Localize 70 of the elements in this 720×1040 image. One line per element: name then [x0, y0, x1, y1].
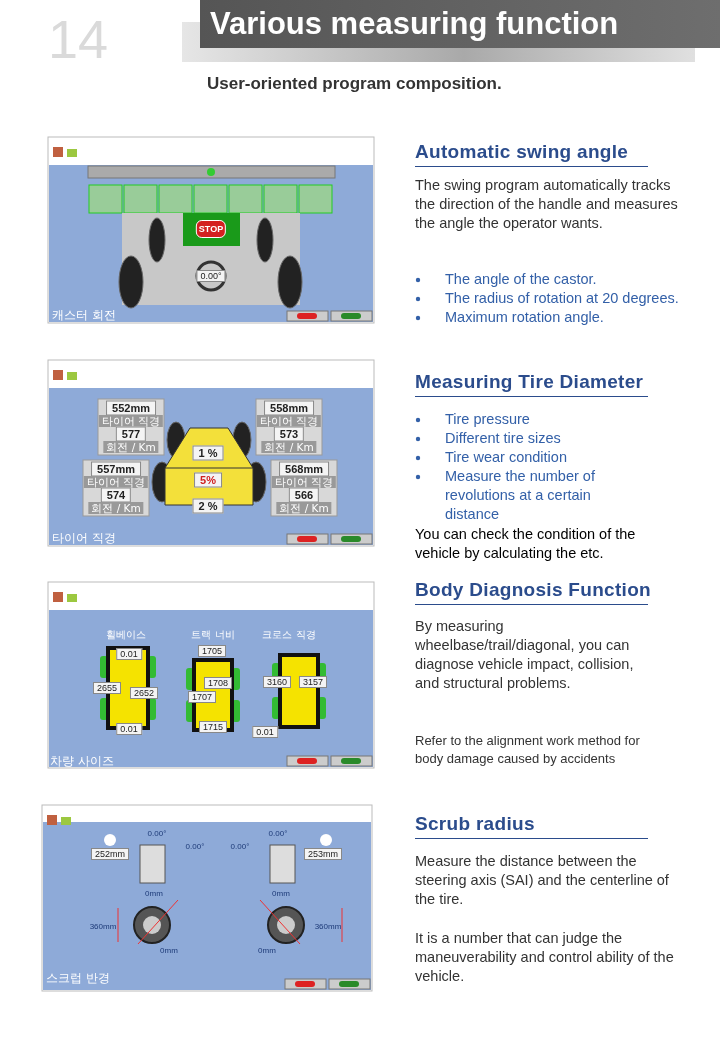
- readout: 3160: [263, 676, 291, 688]
- readout: 253mm: [304, 848, 342, 860]
- bullet-item: Tire wear condition: [445, 448, 567, 467]
- readout: 558mm: [264, 400, 314, 416]
- screen-caption: 차량 사이즈: [50, 753, 114, 770]
- measurement-label: 0mm: [258, 945, 276, 955]
- bullet-item: The angle of the castor.: [445, 270, 597, 289]
- measurement-label: 0mm: [160, 945, 178, 955]
- screen-caption: 타이어 직경: [52, 530, 116, 547]
- screen-caption: 캐스터 회전: [52, 307, 116, 324]
- readout: 252mm: [91, 848, 129, 860]
- readout: 0.01: [116, 648, 142, 660]
- section-heading: Measuring Tire Diameter: [415, 371, 648, 397]
- paragraph: By measuring wheelbase/trail/diagonal, you can diagnose vehicle impact, collision, and structural problems.: [415, 617, 635, 693]
- readout: 1707: [188, 691, 216, 703]
- paragraph: Refer to the alignment work method for body damage caused by accidents: [415, 732, 641, 768]
- readout-caption: 타이어 직경: [83, 476, 149, 488]
- measurement-label: 0.00°: [147, 828, 167, 838]
- readout: 566: [288, 487, 320, 503]
- bullet-item: Tire pressure: [445, 410, 530, 429]
- measurement-label: 0.00°: [230, 841, 250, 851]
- readout: 1705: [198, 645, 226, 657]
- section-heading: Scrub radius: [415, 813, 648, 839]
- readout-caption: 회전 / Km: [276, 502, 332, 514]
- diagram-caption: 트랙 너비: [191, 628, 235, 642]
- readout: 557mm: [91, 461, 141, 477]
- readout: 0.01: [252, 726, 278, 738]
- readout-caption: 타이어 직경: [271, 476, 337, 488]
- bullet-item: Measure the number of revolutions at a certain distance: [445, 467, 596, 524]
- measurement-label: 0mm: [145, 888, 163, 898]
- measurement-label: 360mm: [89, 921, 117, 931]
- screen-caption: 스크럽 반경: [46, 970, 110, 987]
- readout-caption: 회전 / Km: [88, 502, 144, 514]
- measurement-label: 0.00°: [185, 841, 205, 851]
- readout-caption: 회전 / Km: [103, 441, 159, 453]
- title-banner: Various measuring function: [200, 0, 720, 48]
- readout: 1708: [204, 677, 232, 689]
- readout: 0.00°: [196, 270, 226, 282]
- readout: 568mm: [279, 461, 329, 477]
- readout: 574: [100, 487, 132, 503]
- measurement-label: 0.00°: [268, 828, 288, 838]
- section-heading: Automatic swing angle: [415, 141, 648, 167]
- readout: 2652: [130, 687, 158, 699]
- readout: 2 %: [192, 498, 224, 514]
- stop-sign: STOP: [195, 220, 227, 238]
- section-heading: Body Diagnosis Function: [415, 579, 648, 605]
- readout-caption: 타이어 직경: [256, 415, 322, 427]
- readout: 1715: [199, 721, 227, 733]
- paragraph: Measure the distance between the steering axis (SAI) and the centerline of the tire.: [415, 852, 670, 909]
- readout: 2655: [93, 682, 121, 694]
- subtitle: User-oriented program composition.: [207, 74, 502, 94]
- diagram-caption: 크로스 직경: [262, 628, 316, 642]
- measurement-label: 360mm: [314, 921, 342, 931]
- bullet-item: Maximum rotation angle.: [445, 308, 604, 327]
- bullet-item: Different tire sizes: [445, 429, 561, 448]
- measurement-label: 0mm: [272, 888, 290, 898]
- diagram-caption: 휠베이스: [106, 628, 146, 642]
- bullet-item: The radius of rotation at 20 degrees.: [445, 289, 679, 308]
- readout: 5%: [194, 472, 222, 488]
- readout-caption: 회전 / Km: [261, 441, 317, 453]
- paragraph: You can check the condition of the vehicle by calculating the etc.: [415, 525, 637, 563]
- readout: 573: [273, 426, 305, 442]
- readout: 0.01: [116, 723, 142, 735]
- readout: 3157: [299, 676, 327, 688]
- readout: 552mm: [106, 400, 156, 416]
- readout: 1 %: [192, 445, 224, 461]
- readout-caption: 타이어 직경: [98, 415, 164, 427]
- readout: 577: [115, 426, 147, 442]
- paragraph: It is a number that can judge the maneuverability and control ability of the vehicle.: [415, 929, 675, 986]
- paragraph: The swing program automatically tracks the direction of the handle and measures the angle the operator wants.: [415, 176, 679, 233]
